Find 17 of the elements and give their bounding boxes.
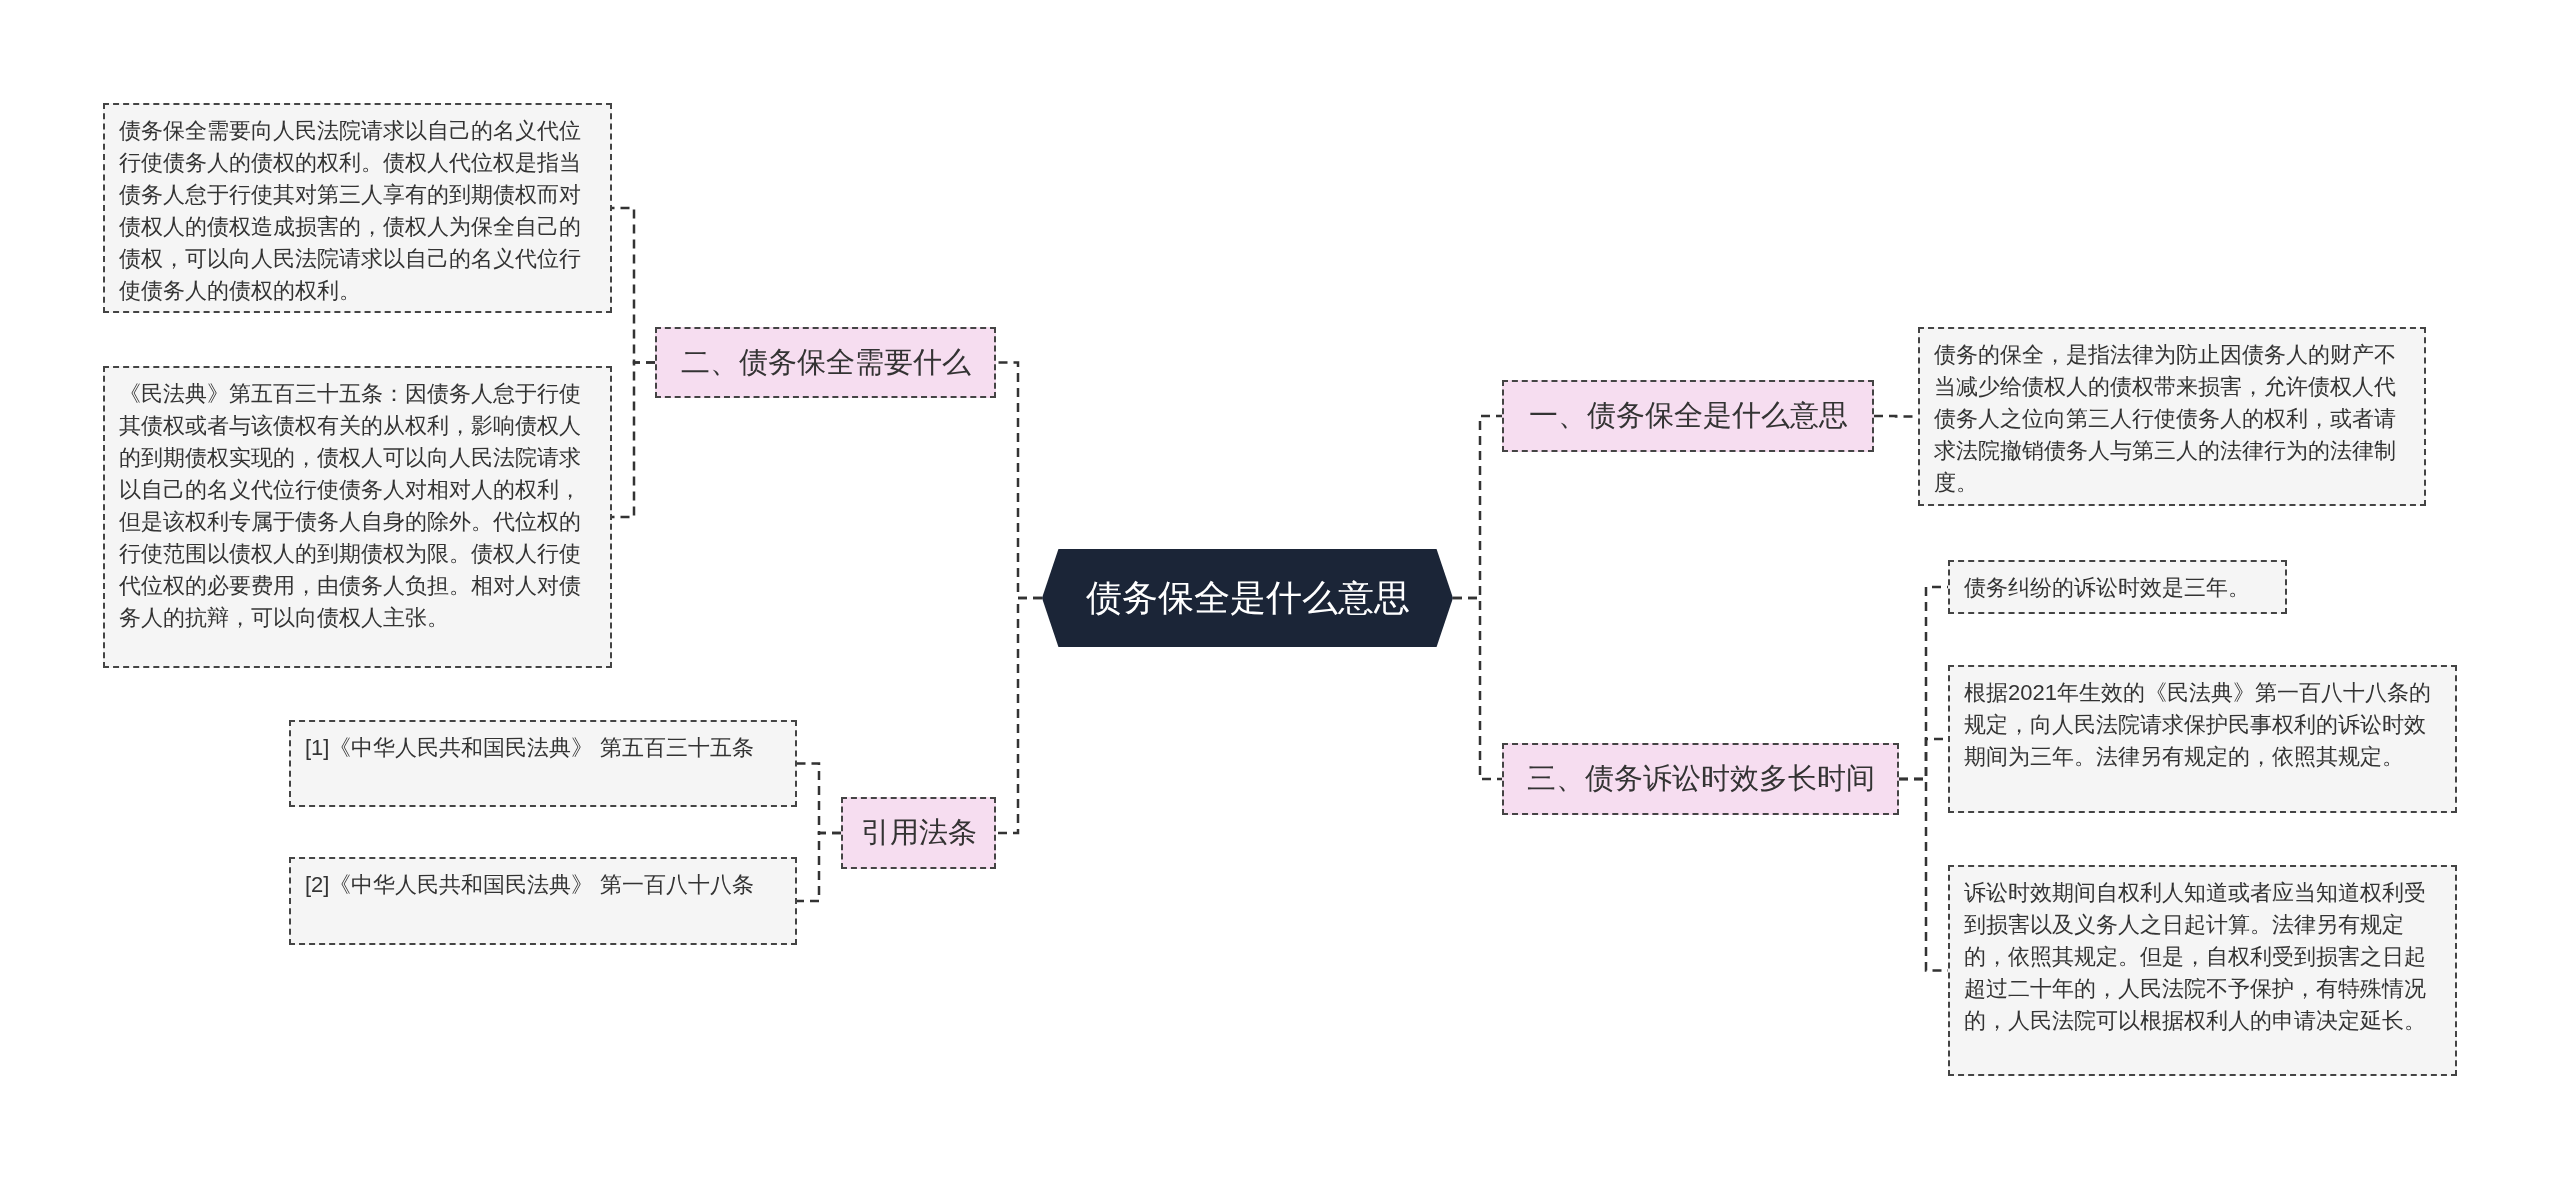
text-box: 《民法典》第五百三十五条：因债务人怠于行使其债权或者与该债权有关的从权利，影响债权人的到期债权实现的，债权人可以向人民法院请求以自己的名义代位行使债务人对相对人的权利，但是该权利专属于债务人自身的除外。代位权的行使范围以债权人的到期债权为限。债权人行使代位权的必要费用，由债务人负担。相对人对债务人的抗辩，可以向债权人主张。 [103,366,612,668]
connector [612,361,655,519]
connector [996,596,1042,835]
text-box: 诉讼时效期间自权利人知道或者应当知道权利受到损害以及义务人之日起计算。法律另有规定的，依照其规定。但是，自权利受到损害之日起超过二十年的，人民法院不予保护，有特殊情况的，人民法院可以根据权利人的申请决定延长。 [1948,865,2457,1076]
topic-box: 一、债务保全是什么意思 [1502,380,1874,452]
text-box: [2]《中华人民共和国民法典》 第一百八十八条 [289,857,797,945]
connector [797,831,841,903]
topic-box: 引用法条 [841,797,996,869]
text-box: 债务纠纷的诉讼时效是三年。 [1948,560,2287,614]
text-box: 债务保全需要向人民法院请求以自己的名义代位行使债务人的债权的权利。债权人代位权是指当债务人怠于行使其对第三人享有的到期债权而对债权人的债权造成损害的，债权人为保全自己的债权，可以向人民法院请求以自己的名义代位行使债务人的债权的权利。 [103,103,612,313]
topic-box: 二、债务保全需要什么 [655,327,996,398]
topic-box: 三、债务诉讼时效多长时间 [1502,743,1899,815]
central-topic: 债务保全是什么意思 [1042,549,1453,647]
connector [1453,596,1502,781]
text-box: 债务的保全，是指法律为防止因债务人的财产不当减少给债权人的债权带来损害，允许债权人代债务人之位向第三人行使债务人的权利，或者请求法院撤销债务人与第三人的法律行为的法律制度。 [1918,327,2426,506]
text-box: [1]《中华人民共和国民法典》 第五百三十五条 [289,720,797,807]
text-box: 根据2021年生效的《民法典》第一百八十八条的规定，向人民法院请求保护民事权利的诉讼时效期间为三年。法律另有规定的，依照其规定。 [1948,665,2457,813]
